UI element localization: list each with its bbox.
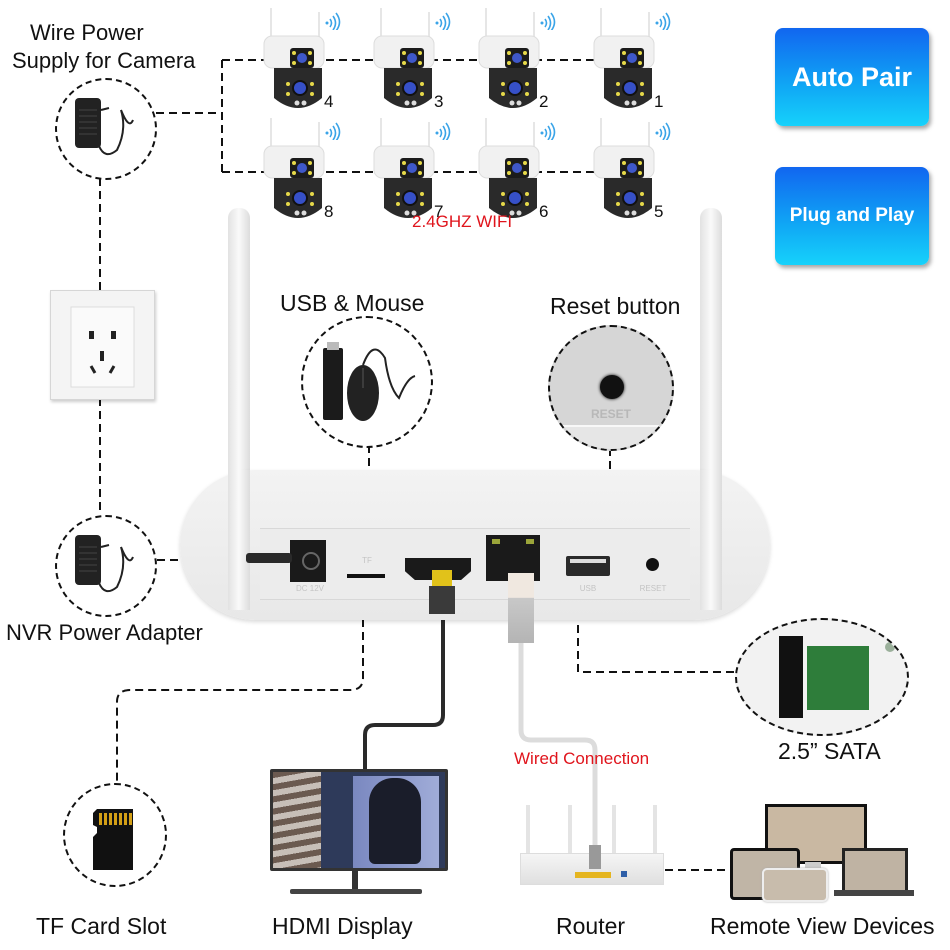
ptz-camera-icon [478,8,540,108]
ptz-camera-icon [373,118,435,218]
wifi-signal-icon [324,12,342,32]
hdmi-plug [432,570,452,586]
sata-line [577,625,735,673]
tf-card-slot[interactable] [347,574,385,578]
tf-card-slot-label: TF Card Slot [36,913,167,939]
ptz-camera-icon [478,118,540,218]
wifi-signal-icon [654,12,672,32]
tf-port-label: TF [362,556,372,565]
camera [477,118,557,223]
wifi-signal-icon [654,122,672,142]
laptop-icon [842,848,908,894]
camera [372,8,452,113]
plug-and-play-badge: Plug and Play [775,167,929,265]
wifi-signal-icon [539,12,557,32]
wifi-signal-icon [434,122,452,142]
camera [592,8,672,113]
reset-button-closeup: RESET [548,325,674,451]
camera-number: 8 [324,202,334,221]
dc-power-port[interactable] [290,540,326,582]
wifi-label: 2.4GHZ WIFI [412,212,513,231]
reset-closeup-text: RESET [590,407,631,421]
power-adapter-icon [75,98,134,156]
wire-power-label-line1: Wire Power [30,20,144,45]
ptz-camera-icon [593,8,655,108]
ptz-camera-icon [263,8,325,108]
nvr-power-adapter [55,515,157,617]
ethernet-plug [508,573,534,643]
camera [262,8,342,113]
camera [592,118,672,223]
wifi-signal-icon [539,122,557,142]
auto-pair-badge: Auto Pair [775,28,929,126]
nvr-body [180,470,770,620]
usb-port-label: USB [579,584,597,593]
ptz-camera-icon [373,8,435,108]
wire-power-label-line2: Supply for Camera [12,48,196,73]
usb-mouse-closeup [301,316,433,448]
remote-view-devices [730,800,940,902]
camera-number: 7 [434,202,444,221]
hdmi-port[interactable] [405,558,471,580]
usb-port[interactable] [566,556,610,576]
camera-number: 2 [539,92,549,111]
tf-card-closeup [63,783,167,887]
wifi-signal-icon [434,12,452,32]
nvr-rear-panel [260,528,690,600]
wall-outlet [50,290,155,400]
intruder-figure [369,778,421,864]
camera-number: 6 [539,202,549,221]
dc-port-label: DC 12V [295,584,324,593]
camera-power-adapter [55,78,157,180]
camera [372,118,452,223]
camera-number: 3 [434,92,444,111]
wall-outlet-icon [70,306,135,388]
dc-plug [246,553,292,563]
monitor-stand [290,889,422,894]
reset-port[interactable] [646,558,659,571]
hdmi-cable [363,610,445,770]
router [520,805,665,900]
ethernet-cable [518,640,598,855]
wifi-signal-icon [324,122,342,142]
reset-port-label: RESET [639,584,667,593]
ptz-camera-icon [263,118,325,218]
camera-number: 4 [324,92,334,111]
sata-board-icon [807,646,869,710]
nvr-power-adapter-label: NVR Power Adapter [6,620,203,645]
ptz-camera-icon [593,118,655,218]
camera-number: 1 [654,92,664,111]
usb-mouse-label: USB & Mouse [280,290,425,316]
power-adapter-icon [75,535,134,593]
wired-connection-label: Wired Connection [514,749,650,768]
phone-icon [762,868,828,902]
reset-button-label: Reset button [550,293,681,319]
router-label: Router [556,913,626,939]
usb-mouse-icon [323,342,416,421]
camera [262,118,342,223]
tf-line [116,580,364,783]
camera-number: 5 [654,202,664,221]
sata-closeup [735,618,909,736]
sata-label: 2.5” SATA [778,738,881,764]
camera [477,8,557,113]
hdmi-display-label: HDMI Display [272,913,413,939]
reset-button-icon [600,375,624,399]
remote-view-devices-label: Remote View Devices [710,913,935,939]
micro-sd-card-icon [93,809,133,870]
hdmi-monitor [270,769,448,871]
